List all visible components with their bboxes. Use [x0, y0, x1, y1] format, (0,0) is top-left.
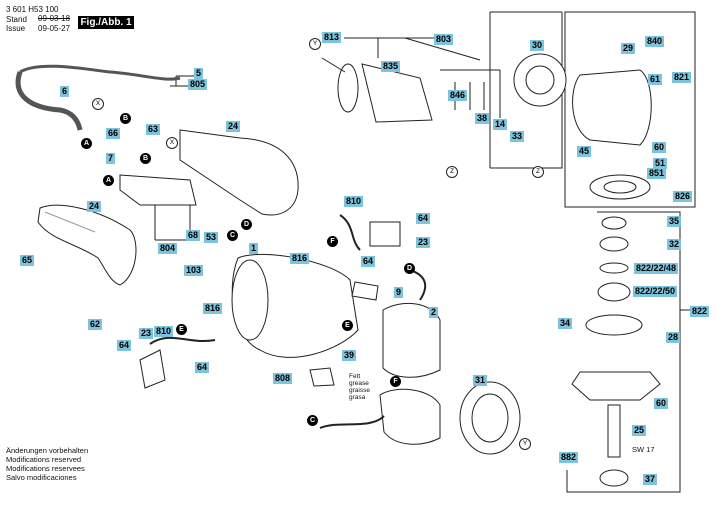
part-label: 68: [186, 230, 201, 241]
part-label: 808: [273, 373, 293, 384]
stand-date: 09-03-18: [38, 14, 71, 23]
part-label: 45: [577, 146, 592, 157]
part-label: 63: [146, 124, 161, 135]
part-label: 24: [226, 121, 241, 132]
stand-label: Stand: [6, 15, 27, 24]
connector-marker: D: [241, 219, 252, 230]
connector-marker: Z: [532, 166, 544, 178]
part-label: 851: [647, 168, 667, 179]
part-label: 882: [559, 452, 579, 463]
part-label: 822/22/48: [634, 263, 679, 274]
figure-label: Fig./Abb. 1: [78, 16, 134, 29]
part-label: 816: [203, 303, 223, 314]
part-label: 33: [510, 131, 525, 142]
part-label: 810: [344, 196, 364, 207]
part-label: 64: [117, 340, 132, 351]
part-label: 24: [87, 201, 102, 212]
part-label: 14: [493, 119, 508, 130]
part-label: 821: [672, 72, 692, 83]
part-label: 64: [416, 213, 431, 224]
grease-note: Fett grease graisse grasa: [349, 373, 370, 401]
connector-marker: E: [176, 324, 187, 335]
part-label: 66: [106, 128, 121, 139]
part-label: 103: [184, 265, 204, 276]
footer-notes: Änderungen vorbehalten Modifications res…: [6, 446, 89, 482]
part-label: 64: [361, 256, 376, 267]
part-label: 5: [194, 68, 204, 79]
part-label: 23: [416, 237, 431, 248]
connector-marker: A: [103, 175, 114, 186]
part-label: 816: [290, 253, 310, 264]
part-label: 60: [652, 142, 667, 153]
part-label: 2: [429, 307, 439, 318]
part-label: 822/22/50: [633, 286, 678, 297]
part-label: 37: [643, 474, 658, 485]
doc-number: 3 601 H53 100: [6, 5, 59, 14]
connector-marker: X: [166, 137, 178, 149]
connector-marker: C: [227, 230, 238, 241]
part-label: 28: [666, 332, 681, 343]
issue-date: 09-05-27: [38, 24, 71, 33]
connector-marker: X: [92, 98, 104, 110]
issue-label: Issue: [6, 24, 26, 33]
part-label: 804: [158, 243, 178, 254]
connector-marker: E: [342, 320, 353, 331]
part-label: 23: [139, 328, 154, 339]
part-label: 38: [475, 113, 490, 124]
part-label: 7: [106, 153, 116, 164]
part-label: 840: [645, 36, 665, 47]
part-label: 846: [448, 90, 468, 101]
connector-marker: D: [404, 263, 415, 274]
connector-marker: A: [81, 138, 92, 149]
part-label: 813: [322, 32, 342, 43]
part-label: 29: [621, 43, 636, 54]
part-label: 65: [20, 255, 35, 266]
part-label: 822: [690, 306, 710, 317]
connector-marker: B: [140, 153, 151, 164]
connector-marker: B: [120, 113, 131, 124]
connector-marker: C: [307, 415, 318, 426]
part-label: 61: [648, 74, 663, 85]
connector-marker: Y: [519, 438, 531, 450]
part-label: 25: [632, 425, 647, 436]
part-label: 30: [530, 40, 545, 51]
part-label: 51: [653, 158, 668, 169]
part-label: 64: [195, 362, 210, 373]
part-label: 35: [667, 216, 682, 227]
part-label: 1: [249, 243, 259, 254]
part-label: 34: [558, 318, 573, 329]
part-label: 53: [204, 232, 219, 243]
part-label: 826: [673, 191, 693, 202]
connector-marker: Y: [309, 38, 321, 50]
wrench-size-note: SW 17: [632, 445, 655, 454]
connector-marker: Z: [446, 166, 458, 178]
connector-marker: F: [390, 376, 401, 387]
part-label: 6: [60, 86, 70, 97]
part-label: 32: [667, 239, 682, 250]
part-label: 39: [342, 350, 357, 361]
part-label: 31: [473, 375, 488, 386]
part-label: 60: [654, 398, 669, 409]
part-label: 803: [434, 34, 454, 45]
part-label: 805: [188, 79, 208, 90]
part-label: 9: [394, 287, 404, 298]
part-label: 835: [381, 61, 401, 72]
part-label: 62: [88, 319, 103, 330]
part-label: 810: [154, 326, 174, 337]
connector-marker: F: [327, 236, 338, 247]
